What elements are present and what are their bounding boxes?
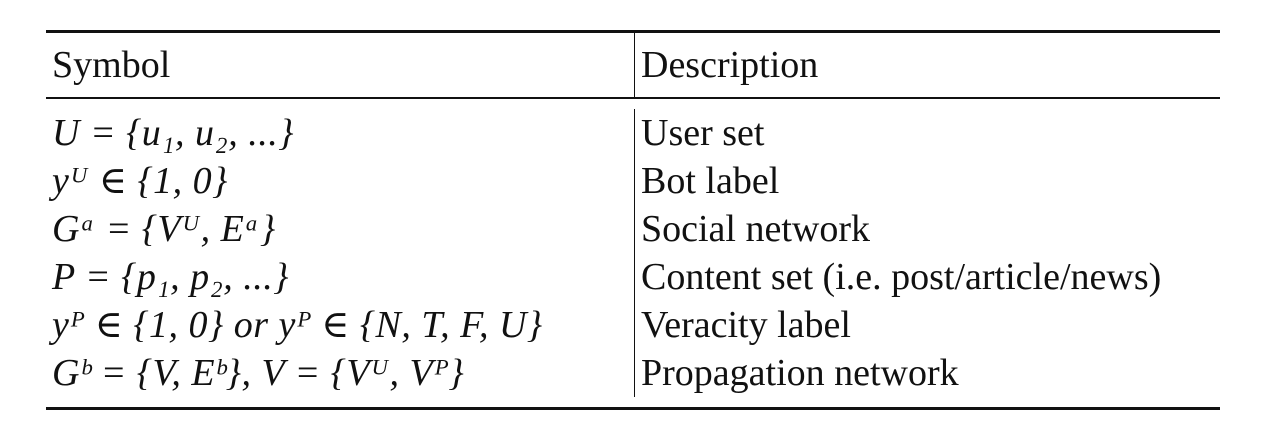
table-header-rule bbox=[46, 97, 1220, 99]
table-row: P = {p₁, p₂, ...} Content set (i.e. post… bbox=[46, 253, 1220, 301]
table-row: yᵁ ∈ {1, 0} Bot label bbox=[46, 157, 1220, 205]
table-top-rule bbox=[46, 30, 1220, 33]
table-bottom-rule bbox=[46, 407, 1220, 410]
symbol-cell: U = {u₁, u₂, ...} bbox=[46, 109, 635, 157]
description-cell: Social network bbox=[641, 208, 871, 250]
table-body: U = {u₁, u₂, ...} User set yᵁ ∈ {1, 0} B… bbox=[46, 99, 1220, 407]
table-row: yᴾ ∈ {1, 0} or yᴾ ∈ {N, T, F, U} Veracit… bbox=[46, 301, 1220, 349]
symbol-cell: P = {p₁, p₂, ...} bbox=[46, 253, 635, 301]
header-symbol: Symbol bbox=[46, 33, 635, 97]
symbol-cell: yᵁ ∈ {1, 0} bbox=[46, 157, 635, 205]
description-cell: Propagation network bbox=[641, 352, 959, 394]
description-cell: Content set (i.e. post/article/news) bbox=[641, 256, 1162, 298]
table-header-row: Symbol Description bbox=[46, 33, 1220, 97]
table-row: Gᵃ = {Vᵁ, Eᵃ} Social network bbox=[46, 205, 1220, 253]
notation-table: Symbol Description U = {u₁, u₂, ...} Use… bbox=[46, 30, 1220, 410]
symbol-cell: Gᵇ = {V, Eᵇ}, V = {Vᵁ, Vᴾ} bbox=[46, 349, 635, 397]
table-row: U = {u₁, u₂, ...} User set bbox=[46, 109, 1220, 157]
symbol-cell: yᴾ ∈ {1, 0} or yᴾ ∈ {N, T, F, U} bbox=[46, 301, 635, 349]
header-description: Description bbox=[641, 44, 819, 86]
symbol-cell: Gᵃ = {Vᵁ, Eᵃ} bbox=[46, 205, 635, 253]
description-cell: User set bbox=[641, 112, 765, 154]
description-cell: Veracity label bbox=[641, 304, 851, 346]
table-row: Gᵇ = {V, Eᵇ}, V = {Vᵁ, Vᴾ} Propagation n… bbox=[46, 349, 1220, 397]
description-cell: Bot label bbox=[641, 160, 780, 202]
